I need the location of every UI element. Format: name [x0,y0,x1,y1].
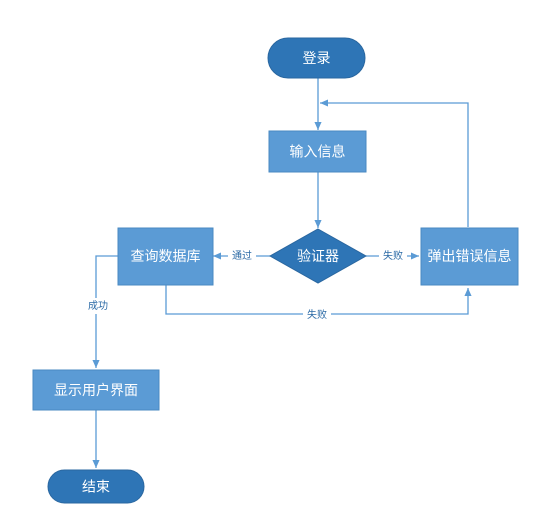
start-node [267,37,366,79]
start-node-label: 登录 [303,51,331,67]
query-db-label: 查询数据库 [131,249,201,265]
show-error-label: 弹出错误信息 [428,248,512,265]
edge-label-fail-right: 失败 [383,249,403,262]
verify-decision-node [268,228,368,284]
verify-decision-label: 验证器 [297,249,339,265]
edge-query-to-ui [92,255,118,368]
input-info-node [268,130,367,173]
show-ui-node [32,369,160,411]
query-db-node [117,227,214,286]
end-node-label: 结束 [82,480,110,496]
edge-label-success: 成功 [88,300,108,312]
end-node [47,469,145,504]
input-info-label: 输入信息 [290,144,346,161]
show-ui-label: 显示用户界面 [54,382,138,399]
edge-label-fail-bottom: 失败 [307,308,327,321]
edge-error-loop-back [320,99,469,227]
edge-label-pass: 通过 [232,249,252,262]
show-error-node [420,227,519,286]
